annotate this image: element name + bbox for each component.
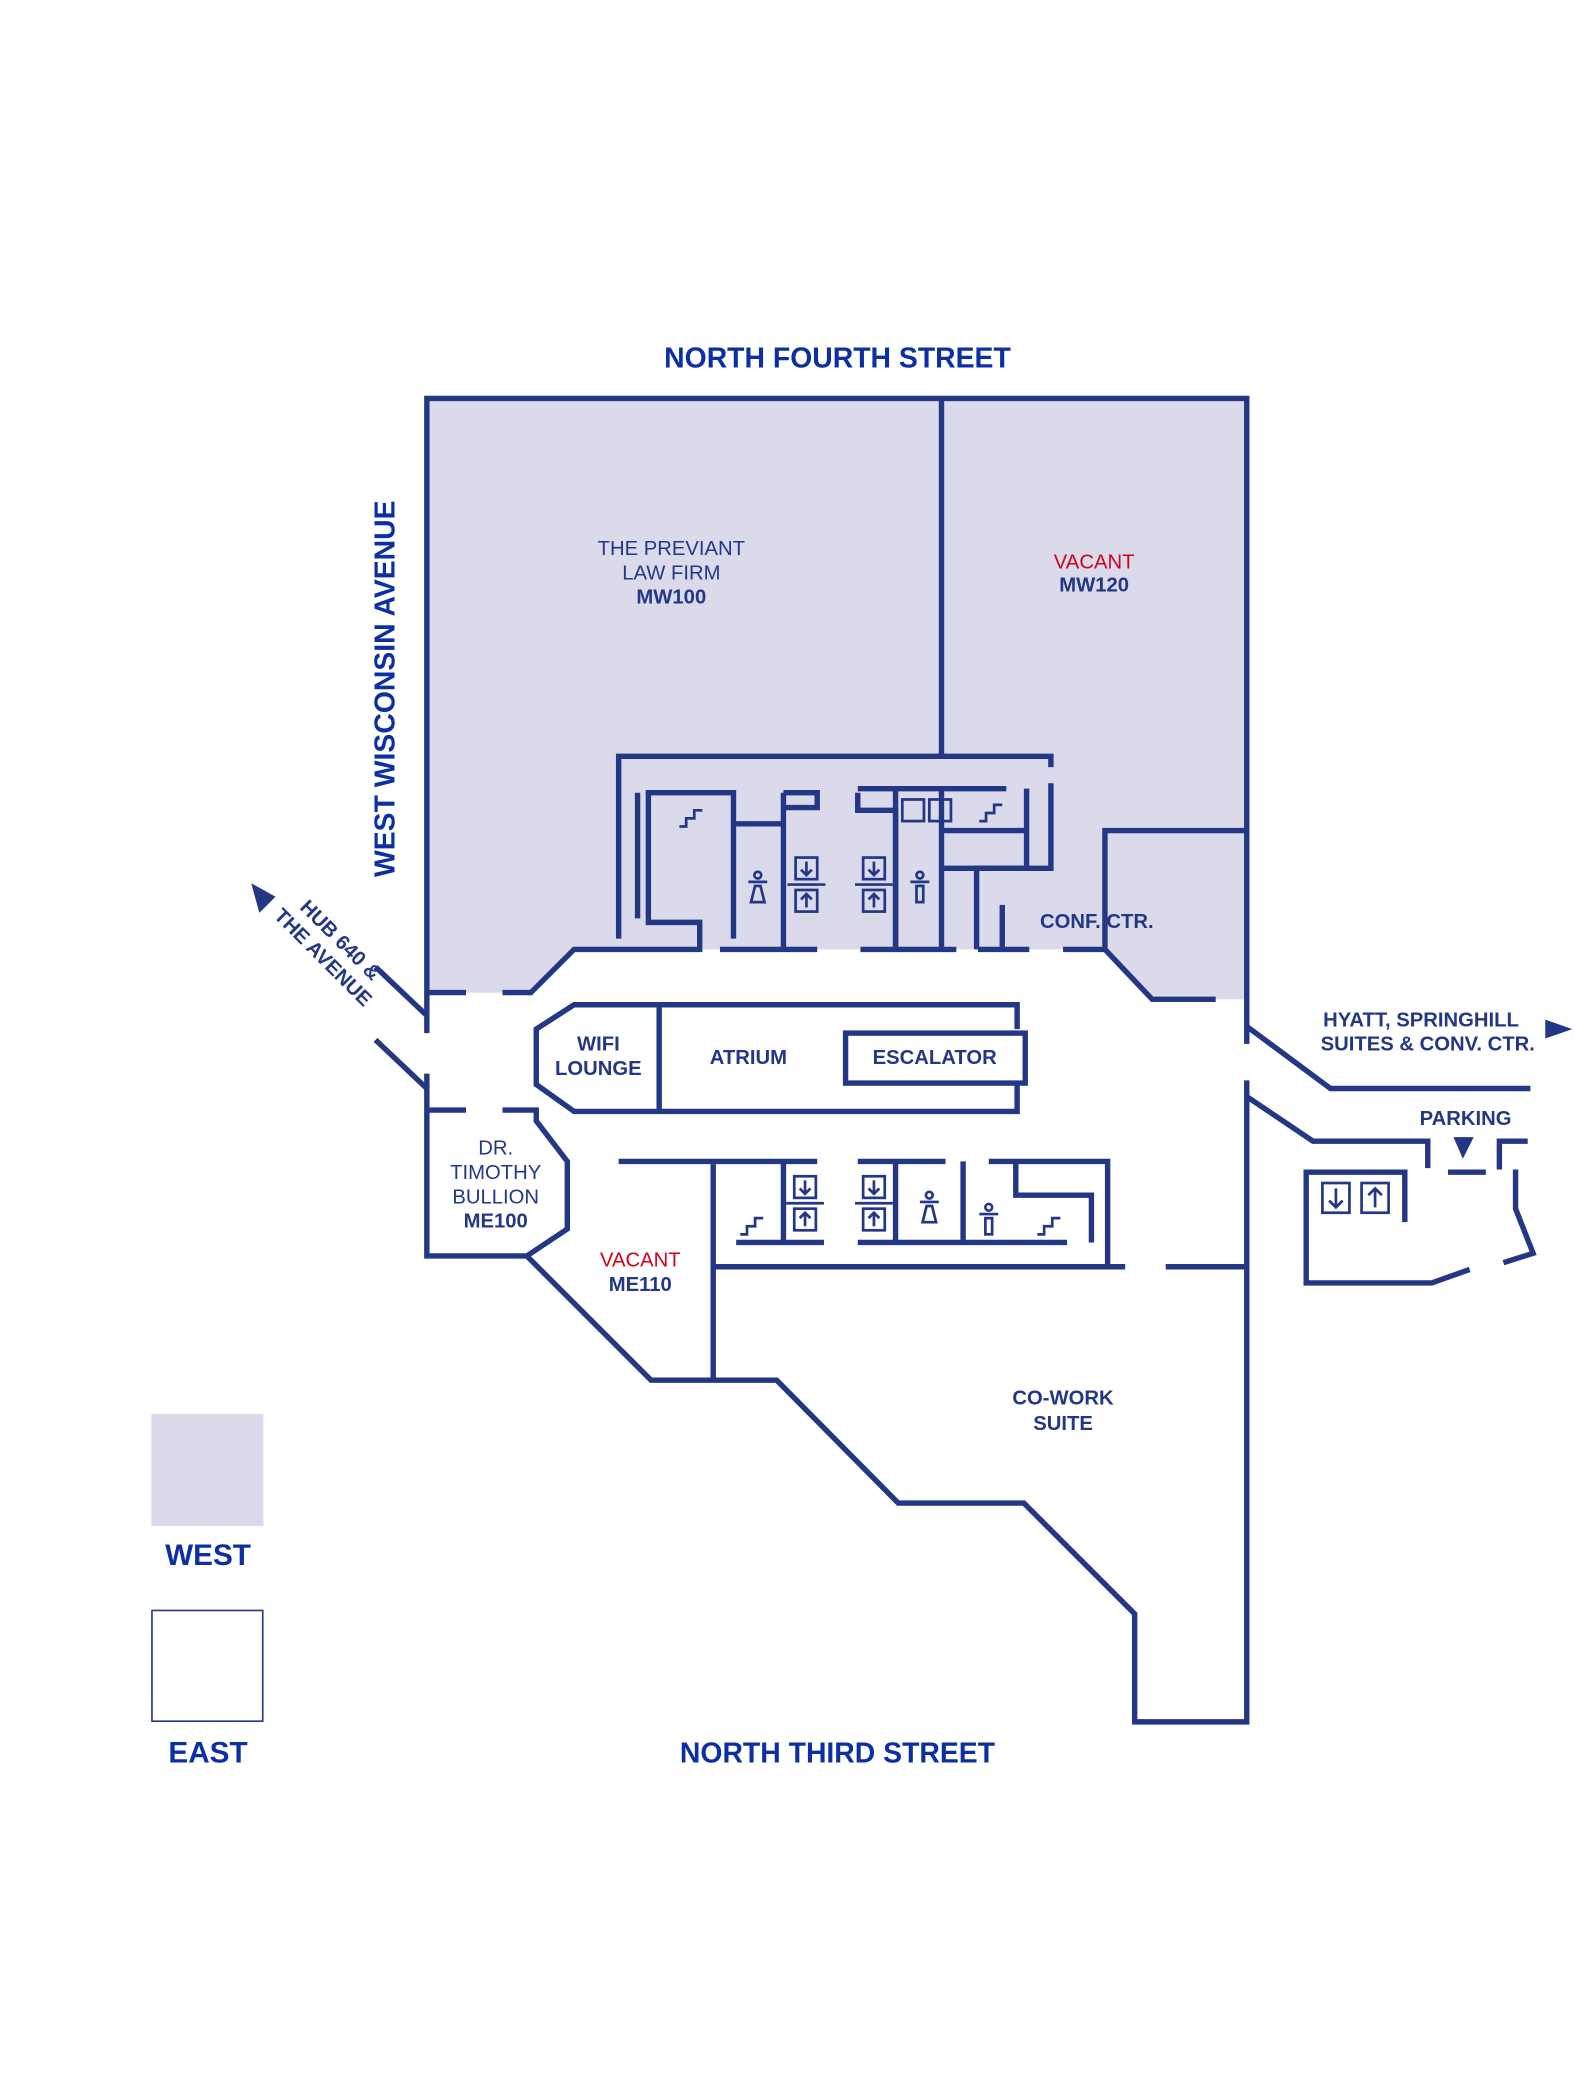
me100-tenant: BULLION xyxy=(452,1186,539,1208)
legend-east-swatch xyxy=(151,1609,264,1722)
stairs-icon xyxy=(738,1216,765,1236)
mw120-id: MW120 xyxy=(1059,575,1129,597)
me110-status: VACANT xyxy=(600,1250,681,1272)
mw120-status: VACANT xyxy=(1054,552,1135,574)
me100-tenant: TIMOTHY xyxy=(450,1162,542,1184)
mw100-tenant: THE PREVIANT xyxy=(598,538,745,560)
cowork-suite-label: CO-WORK xyxy=(1012,1388,1114,1410)
wifi-lounge-label: LOUNGE xyxy=(555,1058,642,1080)
hyatt-direction-label: HYATT, SPRINGHILL xyxy=(1323,1009,1519,1031)
elevator-icon xyxy=(853,1174,895,1232)
stairs-icon xyxy=(1036,1216,1062,1236)
hub-direction-label: HUB 640 & THE AVENUE xyxy=(269,896,384,1011)
atrium-block xyxy=(533,1002,1028,1115)
legend-east-label: EAST xyxy=(168,1736,247,1769)
street-south: NORTH THIRD STREET xyxy=(680,1737,996,1769)
escalator-box xyxy=(842,1030,1028,1086)
womens-restroom-icon xyxy=(918,1190,941,1224)
conference-center-label: CONF. CTR. xyxy=(1040,911,1154,933)
mw100-id: MW100 xyxy=(636,587,706,609)
me110-id: ME110 xyxy=(609,1274,672,1296)
atrium-label: ATRIUM xyxy=(710,1047,787,1069)
mw100-tenant: LAW FIRM xyxy=(622,562,720,584)
elevator-icon xyxy=(900,798,953,823)
legend-west-swatch xyxy=(151,1413,264,1527)
building-walls xyxy=(373,395,1537,1725)
legend-west-label: WEST xyxy=(165,1539,251,1572)
street-north: NORTH FOURTH STREET xyxy=(664,342,1011,374)
mens-restroom-icon xyxy=(977,1202,1000,1236)
cowork-suite-label: SUITE xyxy=(1033,1413,1093,1435)
hub-direction-arrow-icon xyxy=(251,883,276,913)
hyatt-direction-label: SUITES & CONV. CTR. xyxy=(1321,1034,1535,1056)
elevator-icon xyxy=(784,1174,826,1232)
hyatt-direction-arrow-icon xyxy=(1545,1019,1573,1039)
parking-elevator-icon xyxy=(1321,1181,1390,1215)
parking-label: PARKING xyxy=(1420,1108,1512,1130)
escalator-label: ESCALATOR xyxy=(873,1047,998,1069)
wifi-lounge-label: WIFI xyxy=(577,1034,620,1056)
parking-entrance-arrow-icon xyxy=(1453,1137,1474,1159)
me100-id: ME100 xyxy=(464,1211,528,1233)
west-wing-area xyxy=(426,398,1247,1000)
street-west: WEST WISCONSIN AVENUE xyxy=(369,500,401,877)
me100-tenant: DR. xyxy=(478,1138,513,1160)
